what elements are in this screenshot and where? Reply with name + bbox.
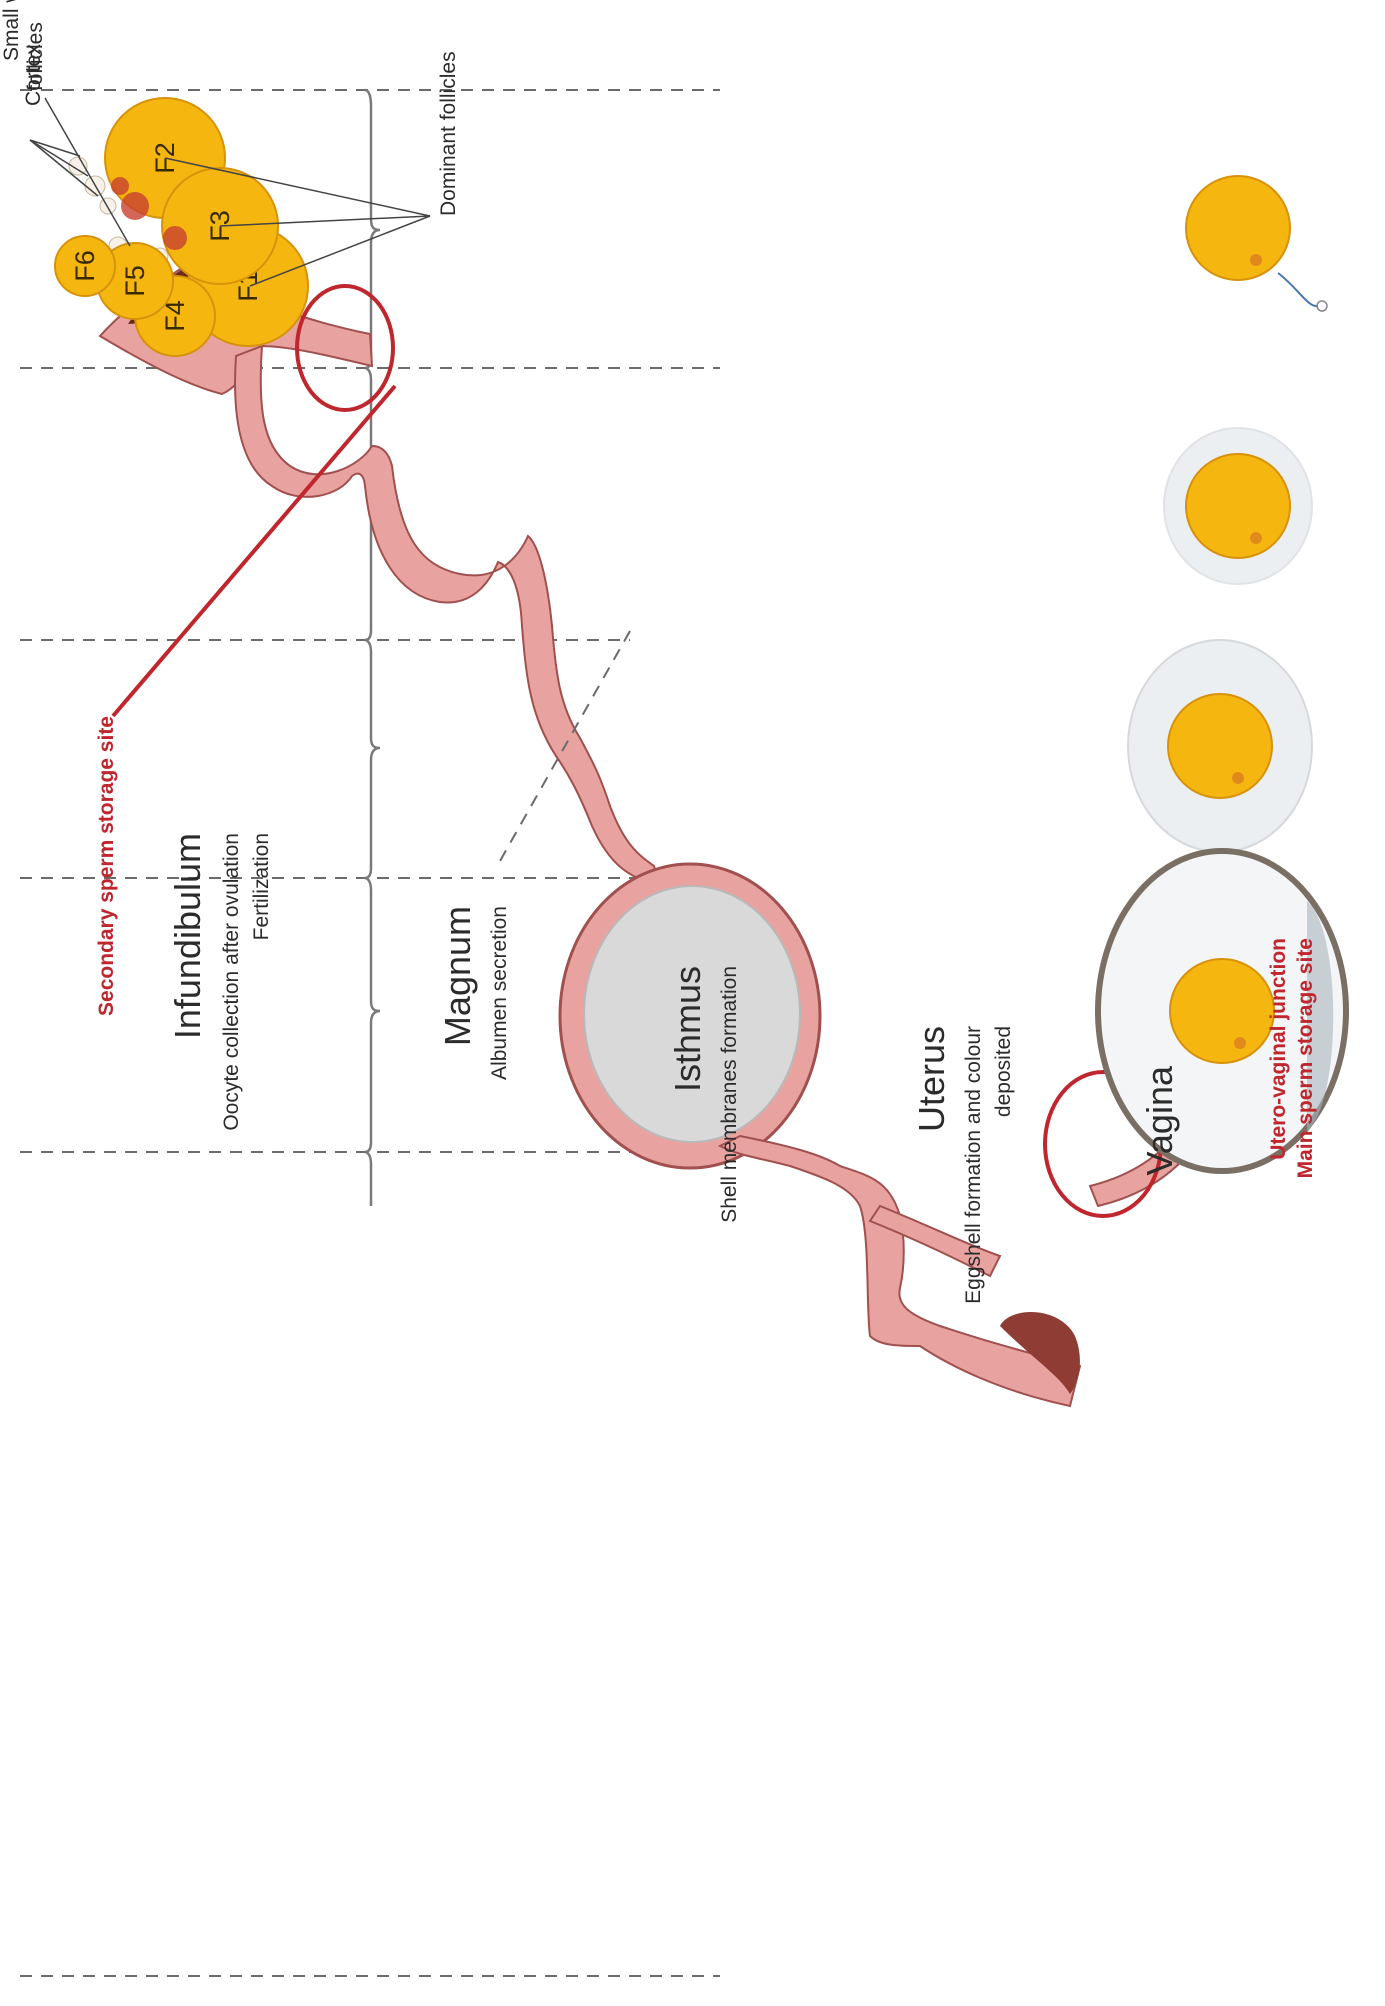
- secondary-sperm-storage-label: Secondary sperm storage site: [95, 716, 118, 1016]
- section-description: Eggshell formation and colour: [962, 1026, 985, 1304]
- section-infundibulum: Infundibulum Oocyte collection after ovul…: [167, 833, 273, 1131]
- section-uterus: Uterus Eggshell formation and colour depos…: [911, 1026, 1015, 1304]
- section-title: Uterus: [911, 1026, 952, 1132]
- label-line: follicles: [24, 22, 47, 91]
- vascular-spot: [111, 177, 129, 195]
- germinal-disc: [1250, 532, 1262, 544]
- bracket-uterus: [365, 878, 380, 1152]
- section-title: Vagina: [1139, 1065, 1180, 1175]
- yolk: [1170, 959, 1274, 1063]
- sperm-head: [1317, 301, 1327, 311]
- egg-magnum: [1164, 428, 1312, 584]
- yolk: [1168, 694, 1272, 798]
- follicle-label: F6: [70, 250, 100, 282]
- follicle-label: F5: [120, 265, 150, 297]
- small-white-leader-3: [30, 140, 80, 156]
- vascular-spot: [121, 192, 149, 220]
- small-white-follicles-label: Small whitefollicles: [0, 0, 47, 91]
- germinal-disc: [1250, 254, 1262, 266]
- section-description: deposited: [992, 1026, 1015, 1117]
- small-white-follicle: [100, 198, 116, 214]
- section-brackets: [365, 90, 380, 1206]
- label-line: Small white: [0, 0, 23, 61]
- section-description: Shell membranes formation: [718, 966, 741, 1223]
- magnum-coil: [235, 346, 660, 886]
- section-magnum: Magnum Albumen secretion: [437, 906, 511, 1080]
- bracket-isthmus: [365, 640, 380, 878]
- vagina: [720, 1136, 1080, 1406]
- main-sperm-storage-label: Main sperm storage site: [1294, 938, 1317, 1178]
- germinal-disc: [1234, 1037, 1246, 1049]
- dominant-follicles-label: Dominant follicles: [437, 51, 460, 216]
- section-description: Fertilization: [250, 833, 273, 940]
- vascular-spot: [163, 226, 187, 250]
- yolk: [1186, 176, 1290, 280]
- section-title: Magnum: [437, 906, 478, 1046]
- yolk: [1186, 454, 1290, 558]
- bracket-infundibulum: [365, 90, 380, 368]
- egg-infundibulum: [1186, 176, 1327, 311]
- sperm-icon: [1278, 273, 1318, 306]
- bracket-vagina: [365, 1152, 371, 1206]
- oviduct: [100, 237, 1195, 1406]
- germinal-disc: [1232, 772, 1244, 784]
- utero-vaginal-junction-label: Utero-vaginal junction: [1267, 938, 1290, 1160]
- section-title: Isthmus: [667, 966, 708, 1092]
- section-description: Oocyte collection after ovulation: [220, 833, 243, 1131]
- egg-isthmus: [1128, 640, 1312, 852]
- small-white-leader-1: [30, 140, 98, 196]
- section-title: Infundibulum: [167, 833, 208, 1039]
- section-description: Albumen secretion: [488, 906, 511, 1080]
- section-vagina: Vagina: [1139, 1065, 1180, 1175]
